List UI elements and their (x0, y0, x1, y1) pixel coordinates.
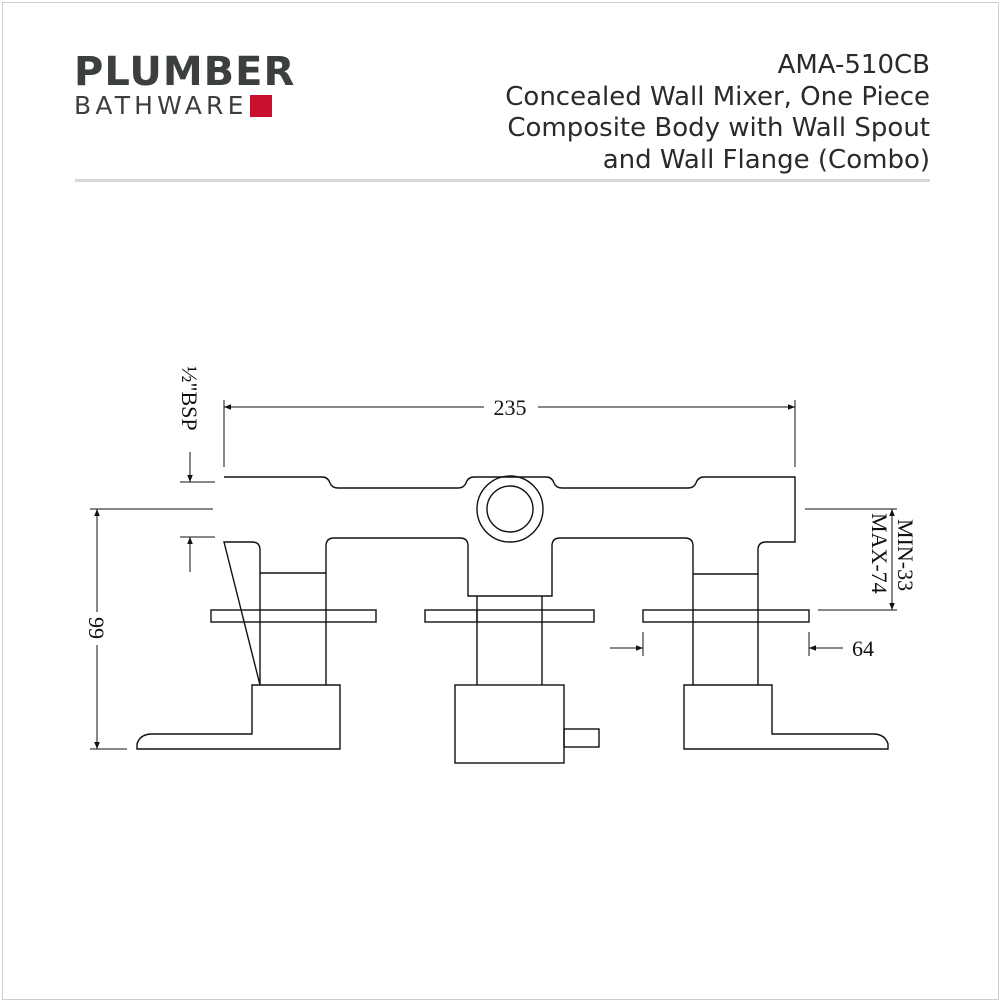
dim-width-label: 235 (494, 395, 527, 420)
wall-depth-dimension: MIN-33 MAX-74 (805, 508, 918, 611)
description-line-2: Composite Body with Wall Spout (507, 113, 930, 143)
inlet-outer-ring (476, 475, 544, 543)
mixer-body-outline (223, 476, 796, 686)
dim-height-label: 99 (84, 617, 109, 639)
inlet-inner-ring (486, 485, 534, 533)
description-line-1: Concealed Wall Mixer, One Piece (505, 81, 930, 112)
width-dimension: 235 (223, 395, 796, 467)
brand-line2: BATHWARE (74, 91, 248, 120)
brand-square-icon (249, 95, 272, 117)
brand-line1: PLUMBER (74, 49, 296, 95)
height-dimension: 99 (84, 508, 213, 750)
brand-logo: PLUMBER BATHWARE (74, 52, 295, 120)
dim-thread-label: ½"BSP (177, 366, 202, 431)
description-line-3: and Wall Flange (Combo) (602, 144, 930, 175)
product-title: AMA-510CB Concealed Wall Mixer, One Piec… (505, 50, 930, 176)
left-valve (136, 572, 377, 750)
model-number: AMA-510CB (777, 50, 930, 80)
dim-min-label: MIN-33 (893, 519, 918, 591)
dim-flange-label: 64 (852, 636, 874, 661)
dim-max-label: MAX-74 (867, 513, 892, 594)
flange-dimension: 64 (610, 632, 874, 661)
header-divider (75, 179, 930, 182)
right-valve (642, 573, 889, 750)
thread-dimension: ½"BSP (177, 366, 215, 572)
center-diverter (424, 596, 600, 764)
